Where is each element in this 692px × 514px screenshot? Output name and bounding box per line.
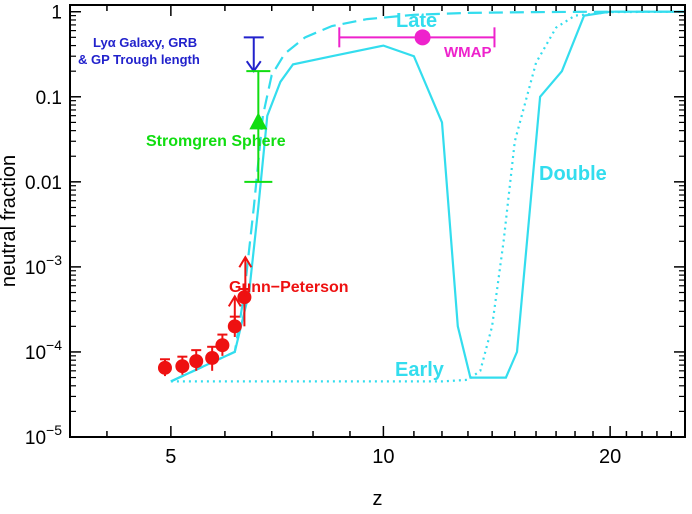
gp-point xyxy=(227,319,242,334)
y-tick-label: 0.1 xyxy=(36,88,62,109)
lya-galaxy-label-line1: Lyα Galaxy, GRB xyxy=(93,35,197,50)
gp-lower-limit-arrowhead xyxy=(238,255,253,268)
x-axis-label: z xyxy=(373,488,383,510)
y-axis-label: neutral fraction xyxy=(0,155,20,287)
x-tick-label: 20 xyxy=(599,446,621,468)
series-line-double xyxy=(170,10,685,383)
early-series-label: Early xyxy=(395,359,445,381)
gunn-peterson-label: Gunn−Peterson xyxy=(229,279,349,296)
gp-lower-limit-arrowhead xyxy=(227,294,242,307)
gp-point xyxy=(205,350,220,365)
y-tick-label: 0.01 xyxy=(25,173,62,194)
model-curves xyxy=(170,10,685,383)
double-series-label: Double xyxy=(539,163,607,185)
axes: 5 10 20 1 0.1 0.01 10−3 10−4 10−5 xyxy=(25,3,685,468)
gp-point xyxy=(237,290,252,305)
gp-point xyxy=(189,354,204,369)
stromgren-sphere-label: Stromgren Sphere xyxy=(146,133,286,150)
y-tick-label: 10−4 xyxy=(25,337,62,364)
y-tick-label: 1 xyxy=(51,3,62,24)
late-series-label: Late xyxy=(396,10,437,32)
gp-point xyxy=(157,360,172,375)
gp-point xyxy=(175,359,190,374)
lya-galaxy-label-line2: & GP Trough length xyxy=(78,52,200,67)
x-tick-label: 10 xyxy=(372,446,394,468)
wmap-marker xyxy=(414,29,431,46)
stromgren-marker xyxy=(249,112,268,130)
plot-frame xyxy=(69,4,686,438)
y-tick-label: 10−5 xyxy=(25,422,62,449)
wmap-label: WMAP xyxy=(444,44,492,61)
y-tick-label: 10−3 xyxy=(25,252,62,279)
series-line-early xyxy=(170,10,685,383)
gp-point xyxy=(215,338,230,353)
series-line-late xyxy=(170,10,685,383)
x-tick-label: 5 xyxy=(165,446,176,468)
observational-data xyxy=(157,27,496,377)
